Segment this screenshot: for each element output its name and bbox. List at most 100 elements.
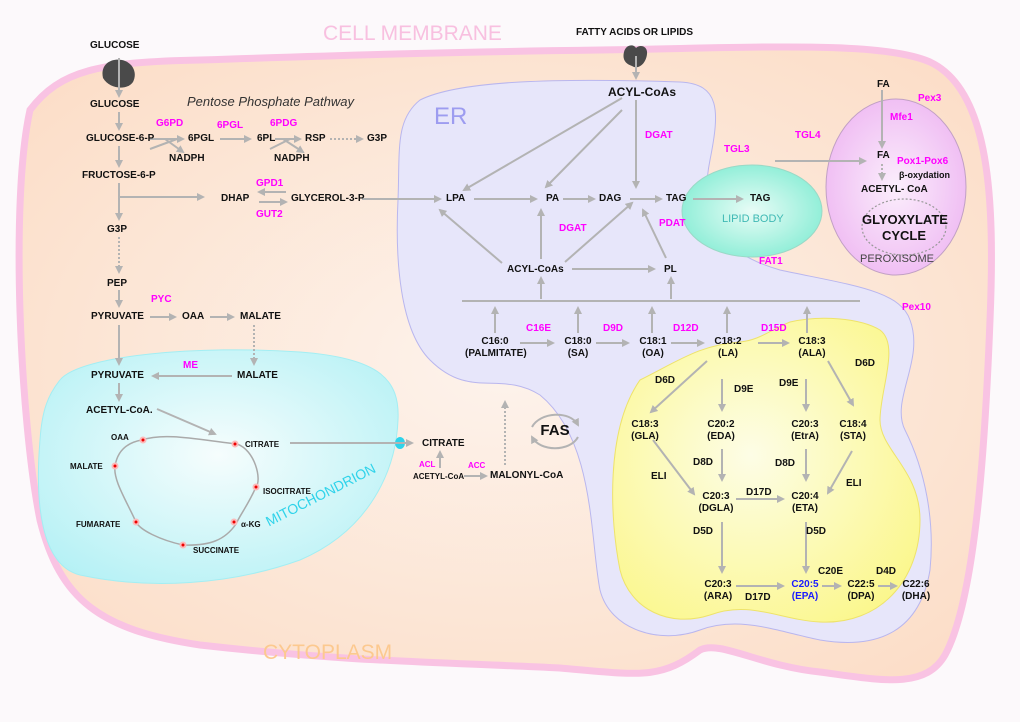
arrow-d6d-right xyxy=(827,360,854,407)
tca-oaa: OAA xyxy=(111,433,129,442)
glucose-inside: GLUCOSE xyxy=(90,99,140,110)
d12d-enzyme: D12D xyxy=(673,323,699,334)
glyoxylate-line2: CYCLE xyxy=(881,228,927,243)
fa-name: C22:5 xyxy=(847,579,875,590)
d9e-left: D9E xyxy=(734,384,754,395)
tca-dot-oaa xyxy=(139,436,147,444)
6pl: 6PL xyxy=(257,133,276,144)
fa-abbrev: (LA) xyxy=(718,348,738,359)
fa-name: C18:3 xyxy=(798,336,826,347)
malonyl-coa: MALONYL-CoA xyxy=(490,470,564,481)
glyoxylate-cycle-label: GLYOXYLATE CYCLE xyxy=(862,212,948,244)
tca-citrate: CITRATE xyxy=(245,440,280,449)
glucose-6-p: GLUCOSE-6-P xyxy=(86,133,155,144)
arrow-g6pd-nadph-a xyxy=(149,138,178,150)
fat1-enzyme: FAT1 xyxy=(759,256,783,267)
glyoxylate-cycle-outline xyxy=(861,198,947,256)
pex10-enzyme: Pex10 xyxy=(902,302,931,313)
fa-name: C20:4 xyxy=(791,491,819,502)
fa-name: C20:2 xyxy=(707,419,735,430)
pox-enzymes: Pox1-Pox6 xyxy=(897,156,949,167)
fatty-acids-or-lipids: FATTY ACIDS OR LIPIDS xyxy=(576,27,694,38)
fa-c20-3-ara: C20:3 (ARA) xyxy=(700,579,736,603)
tag-er: TAG xyxy=(666,193,687,204)
pufa-zone xyxy=(612,317,921,623)
acetyl-coa-mito: ACETYL-CoA. xyxy=(86,405,153,416)
fa-abbrev: (DPA) xyxy=(847,591,875,602)
fa-name: C18:2 xyxy=(714,336,742,347)
fa-c20-2: C20:2 (EDA) xyxy=(703,419,739,443)
d9e-right: D9E xyxy=(779,378,799,389)
fa-abbrev: (OA) xyxy=(642,348,664,359)
g6pd-enzyme: G6PD xyxy=(156,118,184,129)
fructose-6-p: FRUCTOSE-6-P xyxy=(82,170,156,181)
tgl3-enzyme: TGL3 xyxy=(724,144,750,155)
tag-lipid-body: TAG xyxy=(750,193,771,204)
arrow-d6d-left xyxy=(649,360,708,414)
d15d-enzyme: D15D xyxy=(761,323,787,334)
tca-succinate: SUCCINATE xyxy=(193,546,240,555)
fa-name: C20:3 xyxy=(704,579,732,590)
fa-c16-0: C16:0 (PALMITATE) xyxy=(465,336,527,360)
pa: PA xyxy=(546,193,560,204)
pyruvate-mito: PYRUVATE xyxy=(91,370,144,381)
d17d-top: D17D xyxy=(746,487,772,498)
tca-dot-malate xyxy=(111,462,119,470)
fa-c18-1: C18:1 (OA) xyxy=(635,336,671,360)
6pdg-enzyme: 6PDG xyxy=(270,118,298,129)
peroxisome-label: PEROXISOME xyxy=(860,253,934,265)
pyc-enzyme: PYC xyxy=(151,294,172,305)
nadph-1: NADPH xyxy=(169,153,205,164)
dhap: DHAP xyxy=(221,193,250,204)
c16e-enzyme: C16E xyxy=(526,323,552,334)
arrow-acyl-to-pa xyxy=(544,109,623,189)
lipid-body xyxy=(681,164,823,258)
malate-mito: MALATE xyxy=(237,370,278,381)
d6d-left: D6D xyxy=(655,375,676,386)
acl-enzyme: ACL xyxy=(419,460,436,469)
fa-name: C16:0 xyxy=(481,336,509,347)
g3p-glycolysis: G3P xyxy=(107,224,128,235)
fa-name: C18:0 xyxy=(564,336,592,347)
gut2-enzyme: GUT2 xyxy=(256,209,283,220)
d17d-bottom: D17D xyxy=(745,592,771,603)
fa-abbrev: (ALA) xyxy=(798,348,826,359)
fa-abbrev: (SA) xyxy=(567,348,589,359)
fa-name: C18:1 xyxy=(639,336,667,347)
acetyl-coa-cyto: ACETYL-CoA xyxy=(413,472,465,481)
fa-abbrev: (EDA) xyxy=(707,431,735,442)
tca-dot-citrate xyxy=(231,440,239,448)
fa-c18-0: C18:0 (SA) xyxy=(560,336,596,360)
gpd1-enzyme: GPD1 xyxy=(256,178,284,189)
fa-inside: FA xyxy=(877,150,890,161)
malate-cyto: MALATE xyxy=(240,311,281,322)
d8d-left: D8D xyxy=(693,457,714,468)
beta-oxidation: β-oxydation xyxy=(899,170,950,180)
d4d-enzyme: D4D xyxy=(876,566,897,577)
fa-name: C20:3 xyxy=(791,419,819,430)
arrow-acyl2-to-dag xyxy=(564,201,634,263)
tca-dot-akg xyxy=(230,518,238,526)
c20e-enzyme: C20E xyxy=(818,566,844,577)
dgat-top: DGAT xyxy=(645,130,673,141)
lpa: LPA xyxy=(446,193,466,204)
oaa-cyto: OAA xyxy=(182,311,205,322)
fa-c18-3-gla: C18:3 (GLA) xyxy=(627,419,663,443)
fa-abbrev: (DHA) xyxy=(901,591,931,602)
tca-dot-isocitrate xyxy=(252,483,260,491)
6pgl-metabolite: 6PGL xyxy=(188,133,215,144)
d9d-enzyme: D9D xyxy=(603,323,624,334)
6pgl-enzyme: 6PGL xyxy=(217,120,244,131)
pyruvate-cyto: PYRUVATE xyxy=(91,311,144,322)
rsp: RSP xyxy=(305,133,326,144)
tca-dot-fumarate xyxy=(132,518,140,526)
fa-abbrev: (DGLA) xyxy=(698,503,734,514)
fa-name: C18:3 xyxy=(631,419,659,430)
fa-abbrev: (ETA) xyxy=(792,503,818,514)
fa-name: C20:3 xyxy=(702,491,730,502)
glucose-outside: GLUCOSE xyxy=(90,40,140,51)
glyoxylate-line1: GLYOXYLATE xyxy=(862,212,948,227)
lipid-body-label: LIPID BODY xyxy=(722,213,784,225)
me-enzyme: ME xyxy=(183,360,198,371)
